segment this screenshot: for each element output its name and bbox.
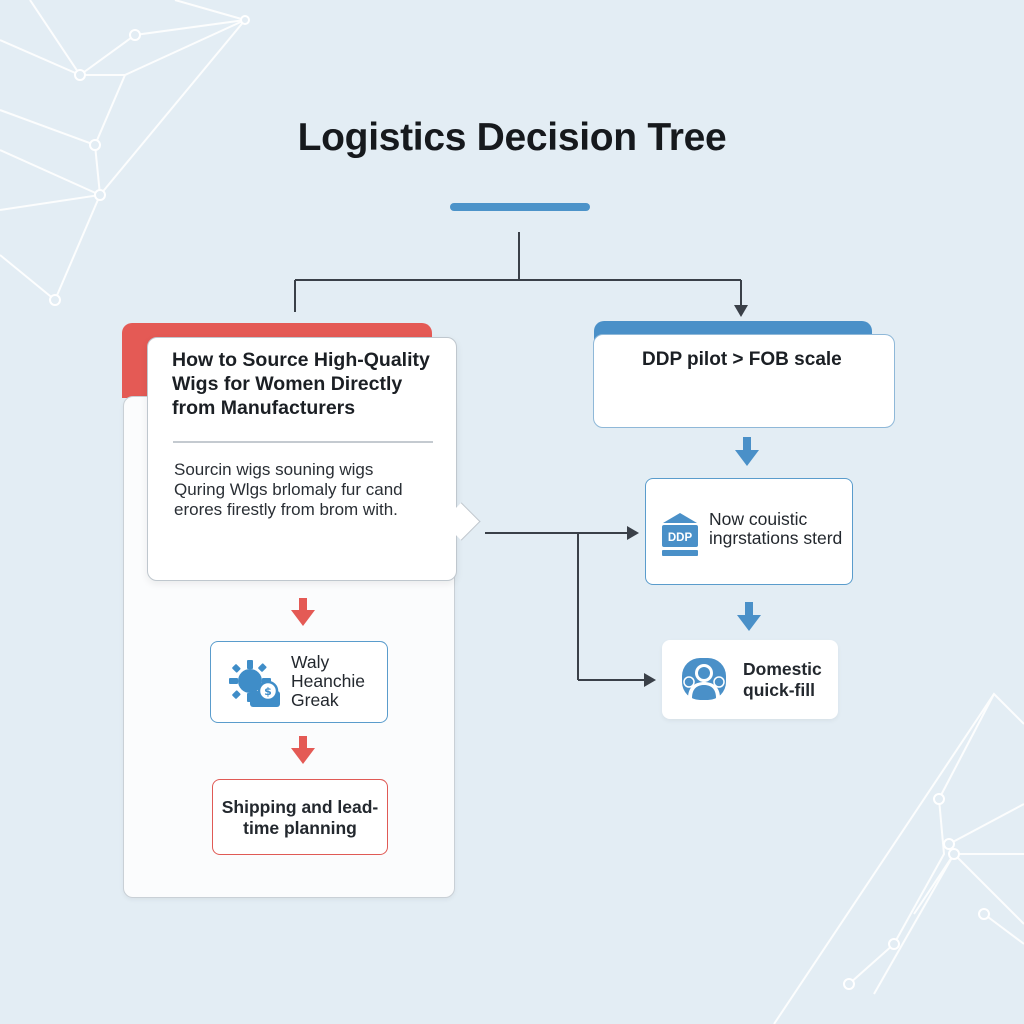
ddp-badge-text: DDP <box>668 532 693 544</box>
ddp-fob-card[interactable] <box>593 334 895 428</box>
people-icon <box>682 658 726 700</box>
source-card-title: How to Source High-Quality Wigs for Wome… <box>172 349 430 419</box>
arrow-down-icon <box>291 598 315 626</box>
title-underline <box>450 203 590 211</box>
svg-text:$: $ <box>264 685 272 698</box>
arrow-down-icon <box>735 437 759 466</box>
domestic-quickfill-label: Domestic quick-fill <box>743 659 822 700</box>
diagram-title: Logistics Decision Tree <box>297 116 727 159</box>
shipping-planning-label: Shipping and lead-time planning <box>221 797 379 838</box>
gear-dollar-icon: $ <box>229 660 280 707</box>
source-card-divider <box>173 441 433 443</box>
source-card[interactable] <box>147 337 457 581</box>
waly-node-label: Waly Heanchie Greak <box>291 652 365 710</box>
couistic-node-label: Now couistic ingrstations sterd <box>709 509 843 548</box>
shipping-planning-node[interactable] <box>212 779 388 855</box>
ddp-fob-label: DDP pilot > FOB scale <box>642 349 842 370</box>
source-card-body: Sourcin wigs souning wigs Quring Wlgs br… <box>174 460 403 519</box>
arrow-down-icon <box>737 602 761 631</box>
arrow-down-icon <box>291 736 315 764</box>
ddp-warehouse-icon: DDP <box>662 513 698 556</box>
